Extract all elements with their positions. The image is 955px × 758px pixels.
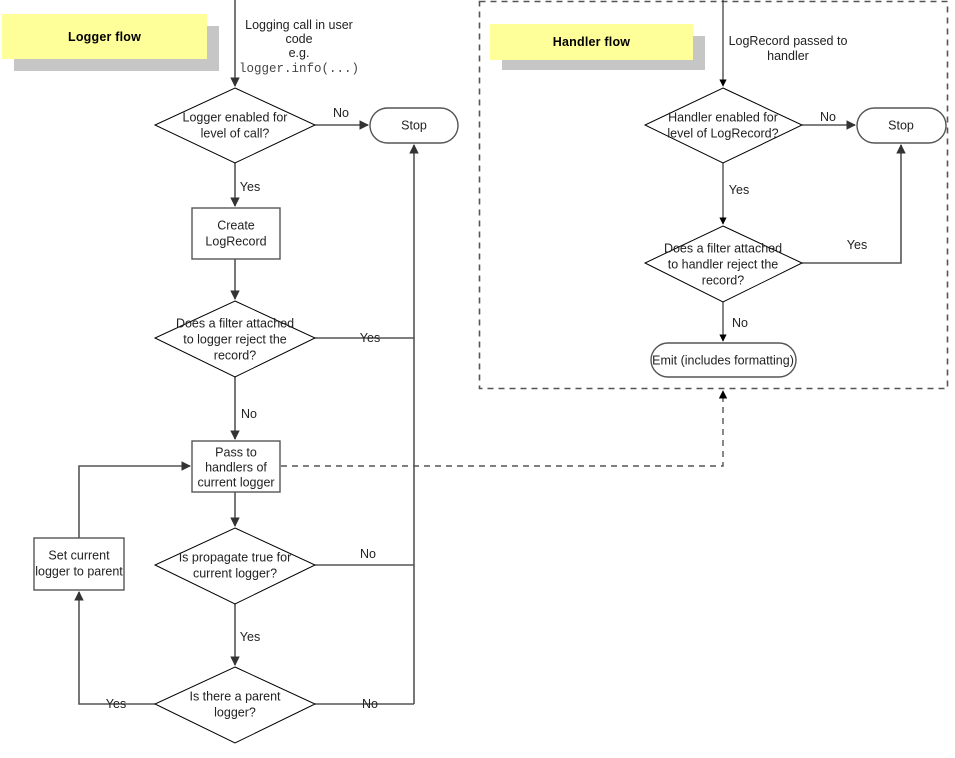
- decision-propagate-line1: Is propagate true for: [179, 550, 292, 564]
- decision-handler-enabled-shape: [643, 87, 804, 164]
- terminal-handler-stop-shape: [856, 107, 947, 144]
- terminal-emit-label: Emit (includes formatting): [652, 353, 794, 367]
- edge-label-propagate-yes: Yes: [240, 630, 260, 644]
- process-create-logrecord: Create LogRecord: [191, 207, 281, 260]
- edge-label-logger-enabled-yes: Yes: [240, 180, 260, 194]
- logger-entry-caption-code: logger.info(...): [239, 62, 359, 76]
- process-pass-to-handlers-line1: Pass to: [215, 445, 257, 459]
- decision-handler-enabled: Handler enabled for level of LogRecord?: [643, 87, 804, 164]
- process-create-logrecord-shape: [191, 207, 281, 260]
- process-set-current-logger-line2: logger to parent: [35, 564, 123, 578]
- decision-logger-filter-shape: [153, 300, 317, 378]
- process-pass-to-handlers-line2: handlers of: [205, 460, 267, 474]
- edge-label-logger-filter-no: No: [241, 407, 257, 421]
- decision-propagate-shape: [153, 527, 317, 605]
- terminal-handler-stop-label: Stop: [888, 118, 914, 132]
- terminal-emit-shape: [650, 342, 797, 378]
- decision-propagate-line2: current logger?: [193, 566, 277, 580]
- decision-logger-filter-line1: Does a filter attached: [176, 316, 294, 330]
- decision-logger-enabled-line2: level of call?: [201, 126, 270, 140]
- logger-entry-caption-line1: Logging call in user: [245, 18, 353, 32]
- logger-flow-banner-face: Logger flow: [2, 14, 207, 59]
- decision-handler-filter: Does a filter attached to handler reject…: [643, 225, 804, 303]
- edge-pass-to-handler-flow-dashed: [281, 390, 728, 467]
- logger-flow-entry-caption: Logging call in user code e.g. logger.in…: [239, 18, 359, 76]
- handler-flow-banner-label: Handler flow: [552, 35, 631, 49]
- decision-logger-filter-line3: record?: [214, 348, 256, 362]
- process-pass-to-handlers-line3: current logger: [197, 475, 274, 489]
- terminal-logger-stop-shape: [369, 107, 459, 144]
- decision-handler-enabled-line2: level of LogRecord?: [667, 126, 778, 140]
- decision-logger-filter: Does a filter attached to logger reject …: [153, 300, 317, 378]
- edge-label-parent-yes: Yes: [106, 697, 126, 711]
- edge-filter-yes-to-stop: [315, 144, 419, 339]
- terminal-logger-stop-label: Stop: [401, 118, 427, 132]
- process-pass-to-handlers-shape: [191, 440, 281, 493]
- decision-parent-logger-line2: logger?: [214, 705, 256, 719]
- edge-label-handler-filter-yes: Yes: [847, 238, 867, 252]
- handler-flow-group-border: [478, 0, 949, 390]
- decision-parent-logger-shape: [153, 666, 317, 744]
- process-set-current-logger-line1: Set current: [48, 548, 110, 562]
- handler-flow-banner-face: Handler flow: [490, 24, 693, 60]
- decision-handler-filter-line2: to handler reject the: [668, 257, 779, 271]
- process-create-logrecord-line2: LogRecord: [205, 234, 266, 248]
- logger-entry-caption-line3: e.g.: [289, 46, 310, 60]
- decision-logger-enabled: Logger enabled for level of call?: [153, 87, 317, 164]
- edge-parent-yes-to-set-parent: [74, 591, 155, 705]
- handler-flow-entry-caption: LogRecord passed to handler: [729, 34, 848, 63]
- decision-parent-logger: Is there a parent logger?: [153, 666, 317, 744]
- decision-handler-filter-shape: [643, 225, 804, 303]
- logger-entry-caption-line2: code: [285, 32, 312, 46]
- decision-logger-filter-line2: to logger reject the: [183, 332, 287, 346]
- process-set-current-logger: Set current logger to parent: [33, 537, 125, 591]
- edge-label-logger-enabled-no: No: [333, 106, 349, 120]
- edge-label-propagate-no: No: [360, 547, 376, 561]
- decision-handler-enabled-line1: Handler enabled for: [668, 110, 778, 124]
- terminal-handler-stop: Stop: [856, 107, 947, 144]
- process-pass-to-handlers: Pass to handlers of current logger: [191, 440, 281, 493]
- edge-label-handler-enabled-yes: Yes: [729, 183, 749, 197]
- edge-label-handler-enabled-no: No: [820, 110, 836, 124]
- terminal-emit: Emit (includes formatting): [650, 342, 797, 378]
- decision-handler-filter-line3: record?: [702, 273, 744, 287]
- process-create-logrecord-line1: Create: [217, 218, 255, 232]
- edge-label-parent-no: No: [362, 697, 378, 711]
- edge-label-logger-filter-yes: Yes: [360, 331, 380, 345]
- decision-parent-logger-line1: Is there a parent: [189, 689, 281, 703]
- terminal-logger-stop: Stop: [369, 107, 459, 144]
- process-set-current-logger-shape: [33, 537, 125, 591]
- edge-label-handler-filter-no: No: [732, 316, 748, 330]
- handler-entry-caption-line1: LogRecord passed to: [729, 34, 848, 48]
- edge-handler-filter-yes-to-stop: [802, 144, 906, 264]
- decision-logger-enabled-shape: [153, 87, 317, 164]
- decision-logger-enabled-line1: Logger enabled for: [183, 110, 288, 124]
- edge-set-parent-to-pass: [78, 461, 191, 538]
- handler-entry-caption-line2: handler: [767, 49, 809, 63]
- decision-propagate: Is propagate true for current logger?: [153, 527, 317, 605]
- decision-handler-filter-line1: Does a filter attached: [664, 241, 782, 255]
- logger-flow-banner-label: Logger flow: [67, 29, 142, 44]
